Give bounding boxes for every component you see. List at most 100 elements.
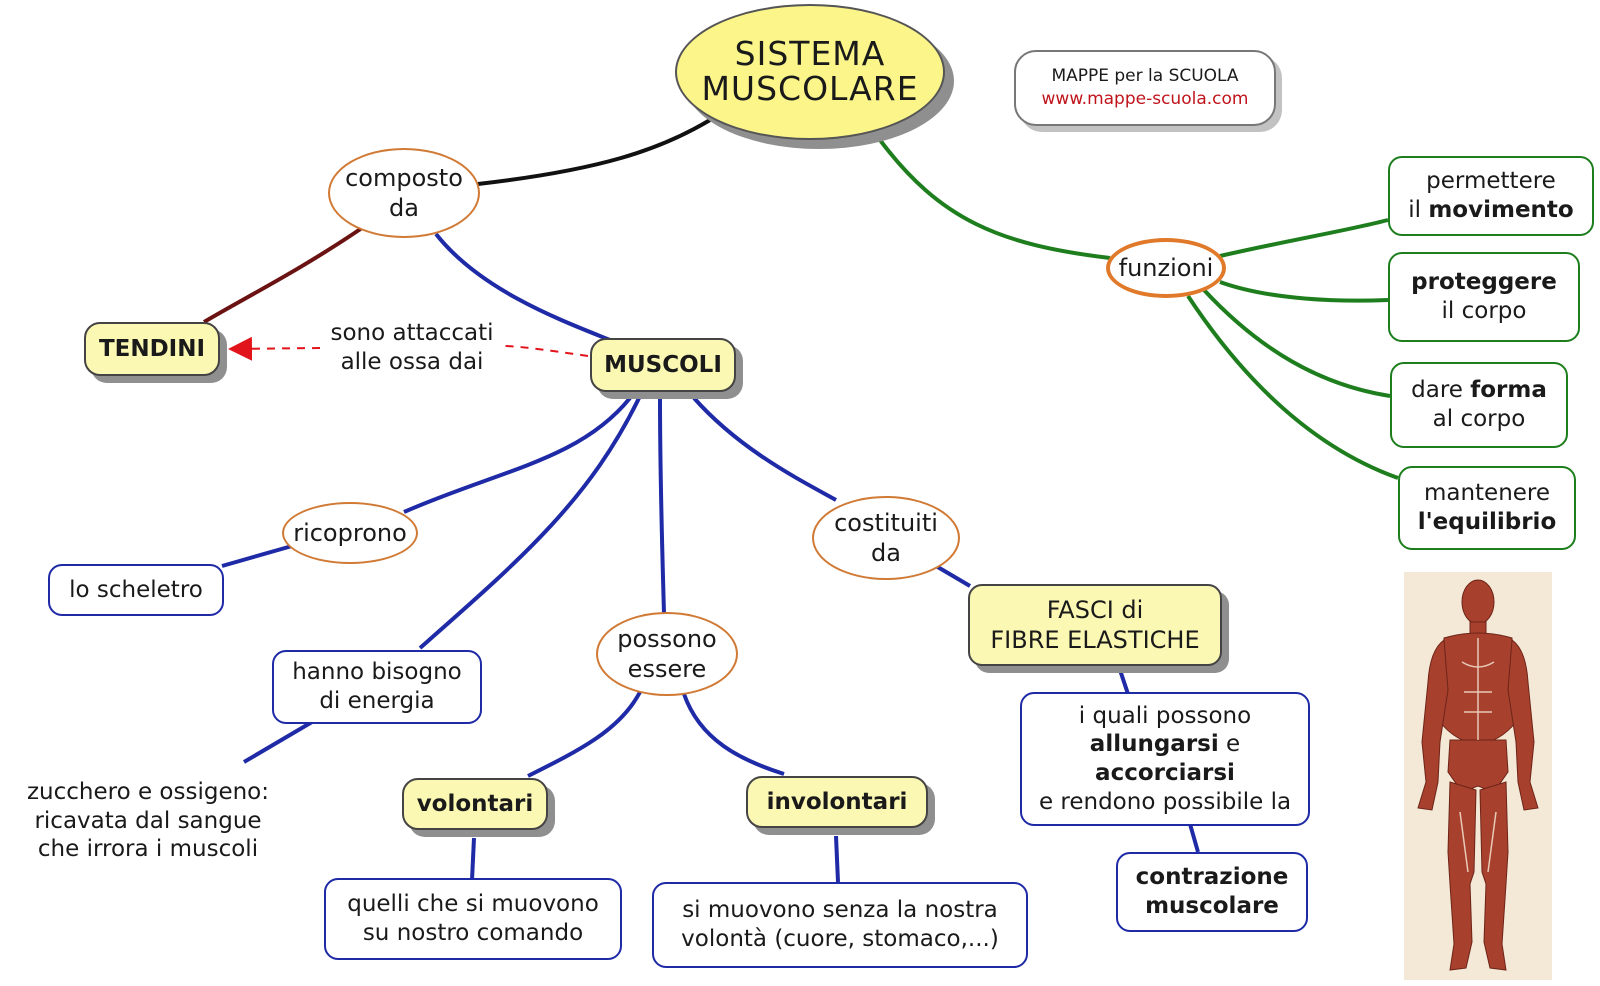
muscoli-label: MUSCOLI bbox=[604, 351, 722, 378]
box-contrazione: contrazione muscolare bbox=[1116, 852, 1308, 932]
involontari-desc-line2: volontà (cuore, stomaco,...) bbox=[681, 926, 999, 952]
edge-title-funzioni bbox=[878, 138, 1111, 260]
edge-composto-muscoli bbox=[434, 232, 611, 342]
fasci-line2: FIBRE ELASTICHE bbox=[990, 626, 1200, 654]
edge-funzioni-forma bbox=[1202, 288, 1391, 398]
link-composto-da: composto da bbox=[328, 148, 480, 238]
funzioni-label: funzioni bbox=[1118, 254, 1214, 282]
node-tendini: TENDINI bbox=[84, 322, 220, 376]
edge-desc-contrazione bbox=[1188, 823, 1200, 853]
brand-name: MAPPE per la SCUOLA bbox=[1051, 66, 1239, 87]
fasci-desc-line2-rest: e bbox=[1218, 731, 1241, 758]
volontari-label: volontari bbox=[416, 790, 534, 817]
box-involontari-desc: si muovono senza la nostra volontà (cuor… bbox=[652, 882, 1028, 968]
edge-attaccati-arrow bbox=[503, 345, 589, 357]
node-involontari: involontari bbox=[746, 776, 928, 828]
involontari-label: involontari bbox=[766, 788, 908, 815]
edge-muscoli-energia bbox=[418, 395, 642, 650]
fasci-desc-line4: e rendono possibile la bbox=[1038, 788, 1292, 815]
edge-funzioni-equilibrio bbox=[1186, 294, 1399, 480]
func-forma-line2: al corpo bbox=[1432, 406, 1526, 432]
zucchero-line1: zucchero e ossigeno: bbox=[26, 778, 270, 805]
func-forma-line1: dare forma bbox=[1411, 376, 1547, 405]
edge-involontari-desc bbox=[834, 835, 840, 883]
edge-funzioni-proteggere bbox=[1219, 280, 1389, 303]
costituiti-line1: costituiti bbox=[834, 509, 938, 537]
involontari-desc-line1: si muovono senza la nostra bbox=[682, 897, 998, 924]
box-func-equilibrio: mantenere l'equilibrio bbox=[1398, 466, 1576, 550]
title-line2: MUSCOLARE bbox=[701, 69, 919, 108]
energia-line2: di energia bbox=[319, 688, 435, 714]
box-func-movimento: permettere il movimento bbox=[1388, 156, 1594, 236]
node-muscoli: MUSCOLI bbox=[590, 338, 736, 392]
func-forma-bold: forma bbox=[1470, 377, 1547, 404]
func-proteggere-bold: proteggere bbox=[1411, 269, 1557, 296]
energia-line1: hanno bisogno bbox=[292, 659, 462, 686]
contrazione-line1: contrazione bbox=[1135, 864, 1289, 891]
fasci-desc-bold1: allungarsi bbox=[1089, 731, 1219, 758]
edge-possono-volontari bbox=[527, 691, 642, 778]
volontari-desc-line2: su nostro comando bbox=[362, 920, 584, 946]
possono-line1: possono bbox=[617, 625, 717, 653]
edge-possono-involontari bbox=[682, 693, 785, 776]
edge-energia-zucchero bbox=[242, 720, 314, 764]
edge-composto-tendini bbox=[202, 226, 364, 324]
fasci-desc-line2: allungarsi e bbox=[1090, 730, 1240, 759]
possono-line2: essere bbox=[627, 655, 707, 683]
box-func-forma: dare forma al corpo bbox=[1390, 362, 1568, 448]
func-movimento-il: il bbox=[1408, 197, 1429, 223]
title-node: SISTEMA MUSCOLARE bbox=[675, 4, 945, 140]
brand-box: MAPPE per la SCUOLA www.mappe-scuola.com bbox=[1014, 50, 1276, 126]
func-forma-pre: dare bbox=[1411, 377, 1471, 404]
func-movimento-line2: il movimento bbox=[1408, 196, 1573, 225]
costituiti-line2: da bbox=[871, 539, 901, 567]
edge-costituiti-fasci bbox=[934, 564, 972, 588]
tendini-label: TENDINI bbox=[98, 335, 206, 362]
edge-fasci-desc bbox=[1118, 669, 1130, 695]
link-funzioni: funzioni bbox=[1106, 238, 1226, 298]
edge-title-composto bbox=[477, 118, 712, 186]
ricoprono-label: ricoprono bbox=[293, 519, 407, 547]
box-energia: hanno bisogno di energia bbox=[272, 650, 482, 724]
attaccati-line2: alle ossa dai bbox=[340, 349, 484, 375]
anatomy-illustration-icon bbox=[1404, 572, 1552, 980]
text-zucchero: zucchero e ossigeno: ricavata dal sangue… bbox=[10, 774, 286, 868]
box-volontari-desc: quelli che si muovono su nostro comando bbox=[324, 878, 622, 960]
zucchero-line3: che irrora i muscoli bbox=[37, 836, 259, 863]
brand-url: www.mappe-scuola.com bbox=[1041, 89, 1249, 109]
func-equilibrio-bold: l'equilibrio bbox=[1417, 509, 1557, 535]
func-movimento-bold: movimento bbox=[1428, 197, 1574, 223]
volontari-desc-line1: quelli che si muovono bbox=[347, 891, 599, 918]
attaccati-line1: sono attaccati bbox=[330, 320, 494, 347]
node-fasci: FASCI di FIBRE ELASTICHE bbox=[968, 584, 1222, 666]
link-ricoprono: ricoprono bbox=[282, 502, 418, 564]
box-fasci-desc: i quali possono allungarsi e accorciarsi… bbox=[1020, 692, 1310, 826]
box-scheletro: lo scheletro bbox=[48, 564, 224, 616]
link-possono-essere: possono essere bbox=[596, 612, 738, 696]
box-func-proteggere: proteggere il corpo bbox=[1388, 252, 1580, 342]
fasci-line1: FASCI di bbox=[1046, 596, 1144, 624]
edge-ricoprono-scheletro bbox=[221, 544, 293, 568]
scheletro-label: lo scheletro bbox=[69, 576, 203, 603]
link-attaccati: sono attaccati alle ossa dai bbox=[314, 318, 510, 378]
edge-muscoli-possono bbox=[658, 397, 666, 615]
node-volontari: volontari bbox=[402, 778, 548, 830]
anatomy-figure-svg bbox=[1404, 572, 1552, 980]
contrazione-line2: muscolare bbox=[1145, 893, 1279, 919]
edge-muscoli-ricoprono bbox=[403, 396, 632, 514]
edge-funzioni-movimento bbox=[1219, 218, 1389, 258]
composto-line1: composto bbox=[345, 164, 463, 192]
title-line1: SISTEMA bbox=[734, 34, 886, 74]
link-costituiti-da: costituiti da bbox=[812, 496, 960, 580]
composto-line2: da bbox=[389, 194, 419, 222]
fasci-desc-line1: i quali possono bbox=[1078, 702, 1252, 729]
fasci-desc-bold2: accorciarsi bbox=[1095, 760, 1235, 786]
func-movimento-line1: permettere bbox=[1426, 168, 1556, 195]
edge-volontari-desc bbox=[470, 837, 476, 881]
func-equilibrio-line1: mantenere bbox=[1423, 480, 1551, 507]
zucchero-line2: ricavata dal sangue bbox=[34, 807, 262, 834]
edge-muscoli-costituiti bbox=[692, 396, 837, 502]
func-proteggere-line2: il corpo bbox=[1441, 298, 1527, 324]
edge-attaccati-arrow-head bbox=[228, 336, 321, 361]
